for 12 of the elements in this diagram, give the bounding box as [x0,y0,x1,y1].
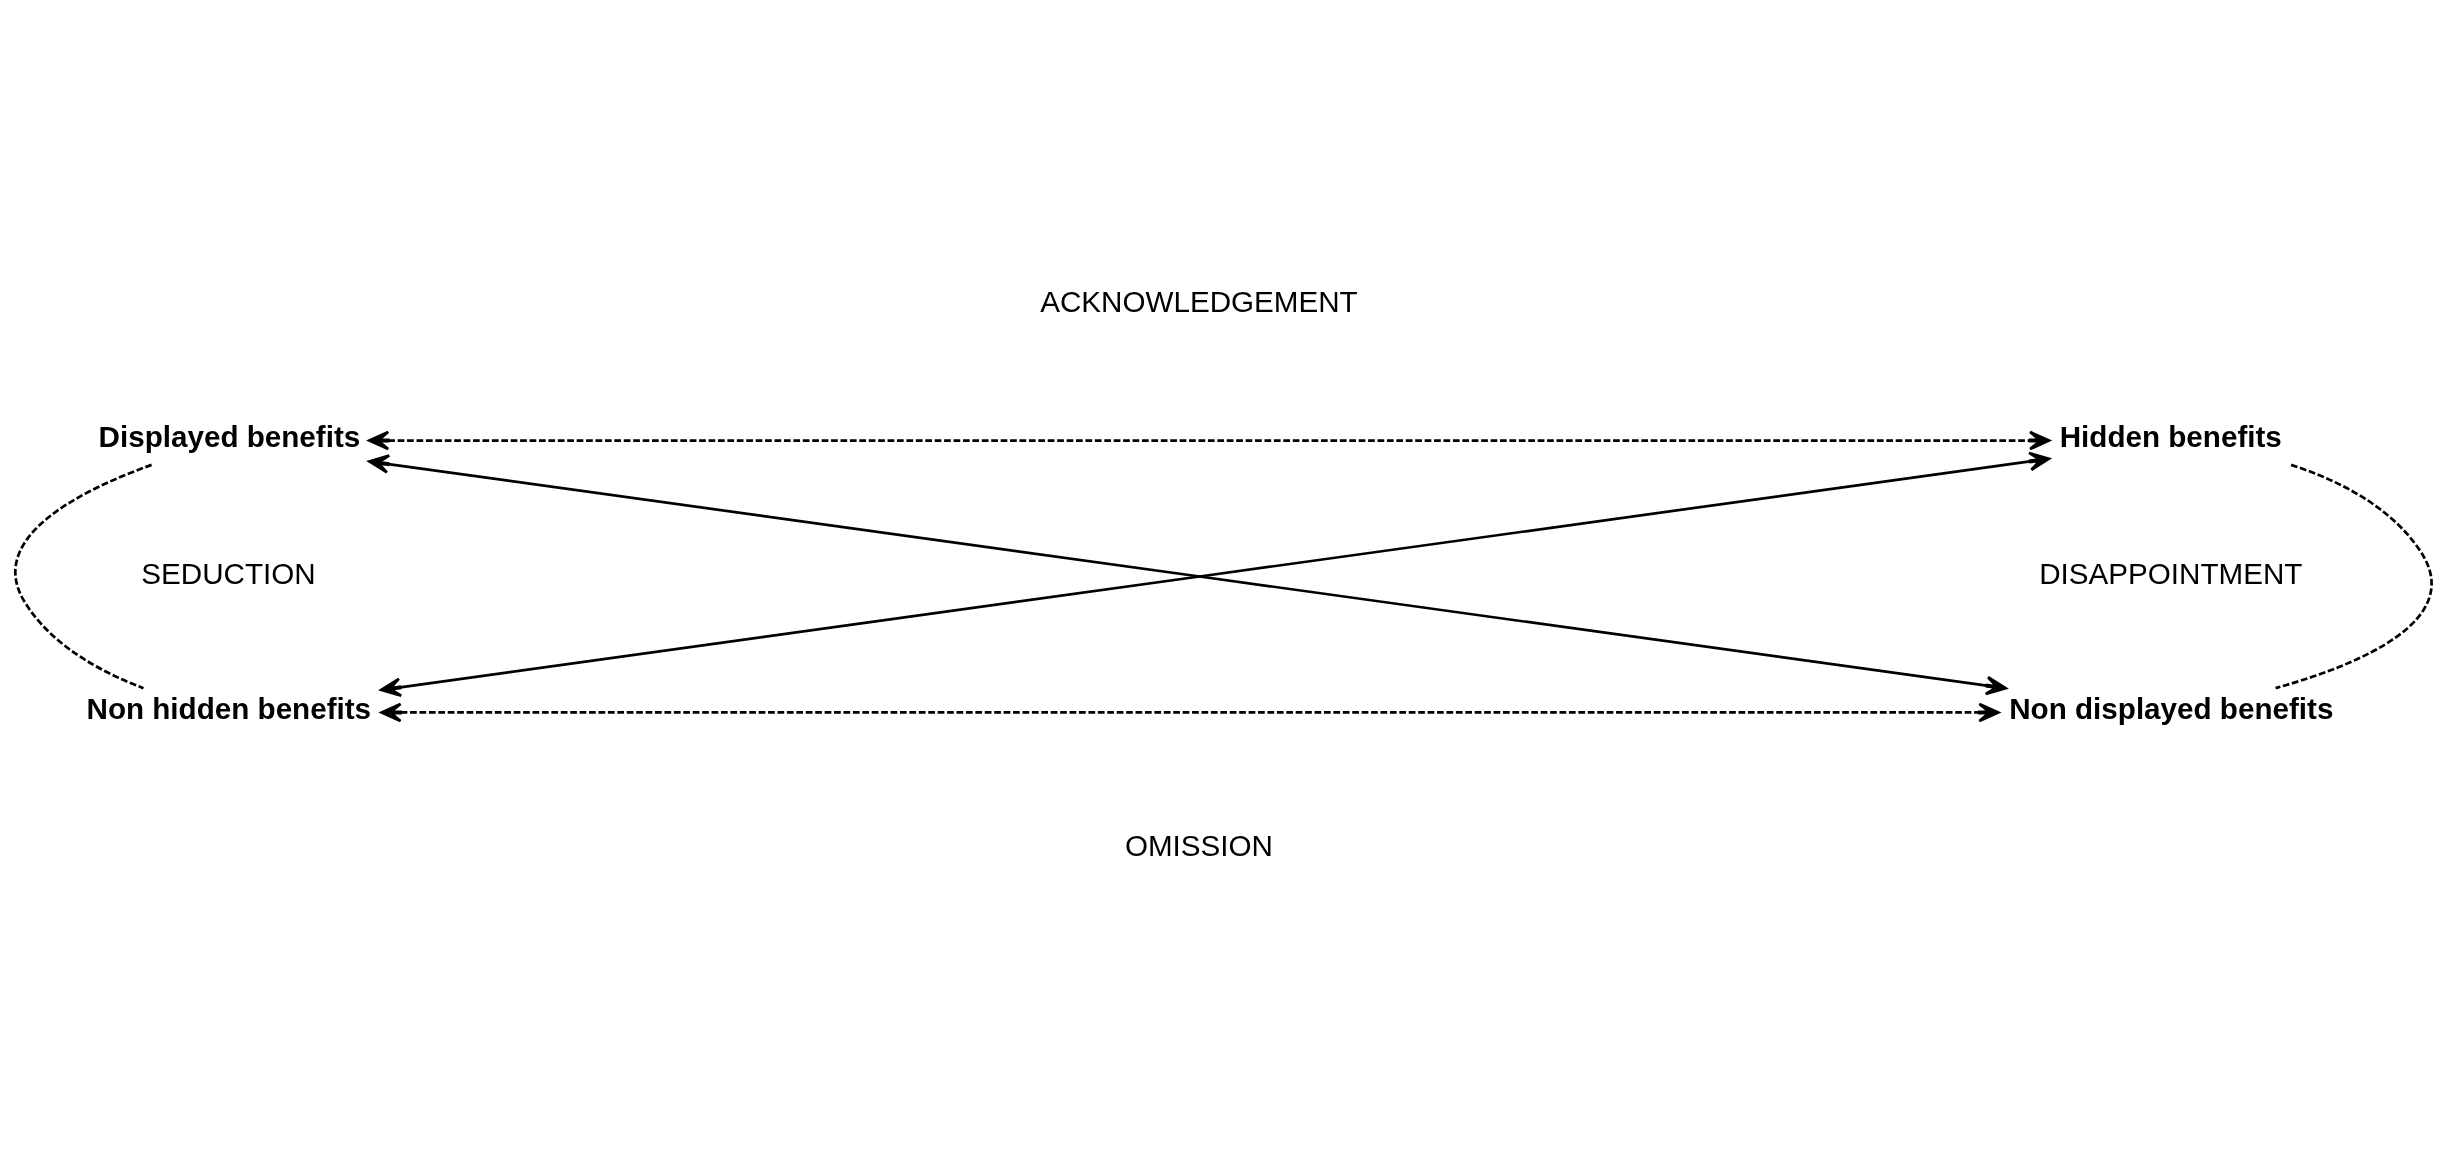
label: ACKNOWLEDGEMENT [1040,284,1358,318]
node-text: Non displayed benefits [2009,691,2334,725]
node-text: Non hidden benefits [86,691,372,725]
label: DISAPPOINTMENT [2039,556,2303,590]
node-text: Displayed benefits [98,419,361,453]
label: SEDUCTION [141,556,316,590]
connector [2275,463,2433,689]
node-text: Hidden benefits [2059,419,2282,453]
arrow [380,702,2000,722]
arrow [368,430,2051,450]
label: OMISSION [1124,828,1273,862]
connector [14,463,153,689]
